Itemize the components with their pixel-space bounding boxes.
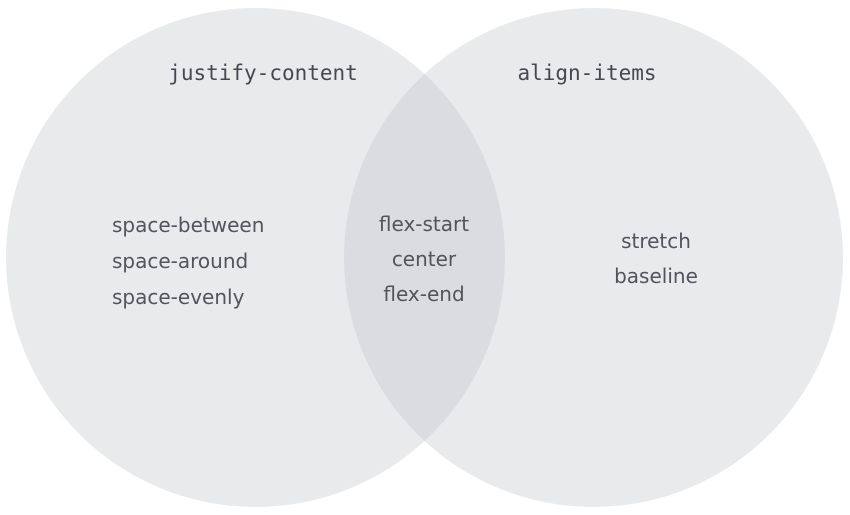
value-label-space-evenly: space-evenly — [112, 285, 245, 309]
value-label-flex-start: flex-start — [378, 212, 470, 236]
justify-content-circle — [6, 8, 505, 507]
shared-values: flex-start center flex-end — [379, 207, 469, 312]
value-label-space-between: space-between — [112, 213, 265, 237]
justify-content-title: justify-content — [168, 61, 358, 85]
value-label-space-around: space-around — [112, 249, 249, 273]
value-label-flex-end: flex-end — [383, 282, 465, 306]
justify-content-values: space-between space-around space-evenly — [112, 207, 264, 315]
align-items-circle — [344, 8, 843, 507]
align-items-values: stretch baseline — [614, 224, 698, 294]
value-label-center: center — [391, 247, 457, 271]
value-label-stretch: stretch — [621, 229, 691, 253]
value-label-baseline: baseline — [614, 264, 698, 288]
align-items-title: align-items — [517, 61, 657, 85]
